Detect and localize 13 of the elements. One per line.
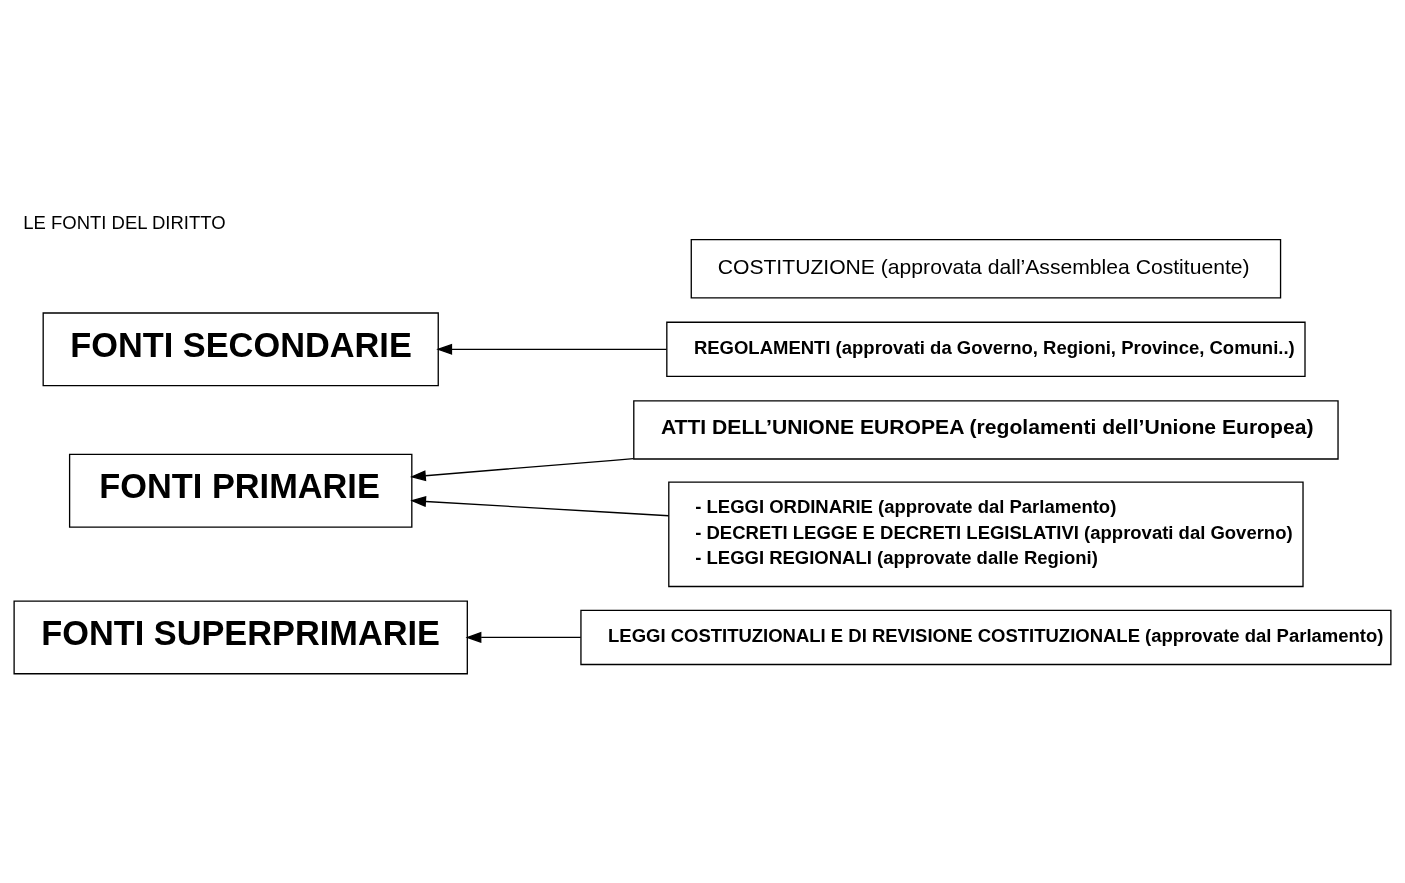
node-box: COSTITUZIONE (approvata dall’Assemblea Costituente) [690, 239, 1282, 299]
arrow [410, 495, 670, 517]
node-box: REGOLAMENTI (approvati da Governo, Regioni, Province, Comuni..) [666, 321, 1306, 378]
node-box: ATTI DELL’UNIONE EUROPEA (regolamenti dell’Unione Europea) [633, 400, 1339, 460]
node-box: FONTI SUPERPRIMARIE [13, 600, 468, 675]
arrow [436, 343, 668, 355]
node-box: - LEGGI ORDINARIE (approvate dal Parlamento) - DECRETI LEGGE E DECRETI LEGISLATIVI (approvati dal Governo) - LEGGI REGIONALI (approvate dalle Regioni) [668, 481, 1304, 588]
arrow [410, 458, 635, 482]
node-box: FONTI SECONDARIE [42, 312, 439, 387]
diagram-title: LE FONTI DEL DIRITTO [23, 212, 226, 234]
node-box: FONTI PRIMARIE [68, 453, 413, 528]
arrow [465, 631, 582, 643]
node-box: LEGGI COSTITUZIONALI E DI REVISIONE COSTITUZIONALE (approvate dal Parlamento) [580, 609, 1392, 666]
